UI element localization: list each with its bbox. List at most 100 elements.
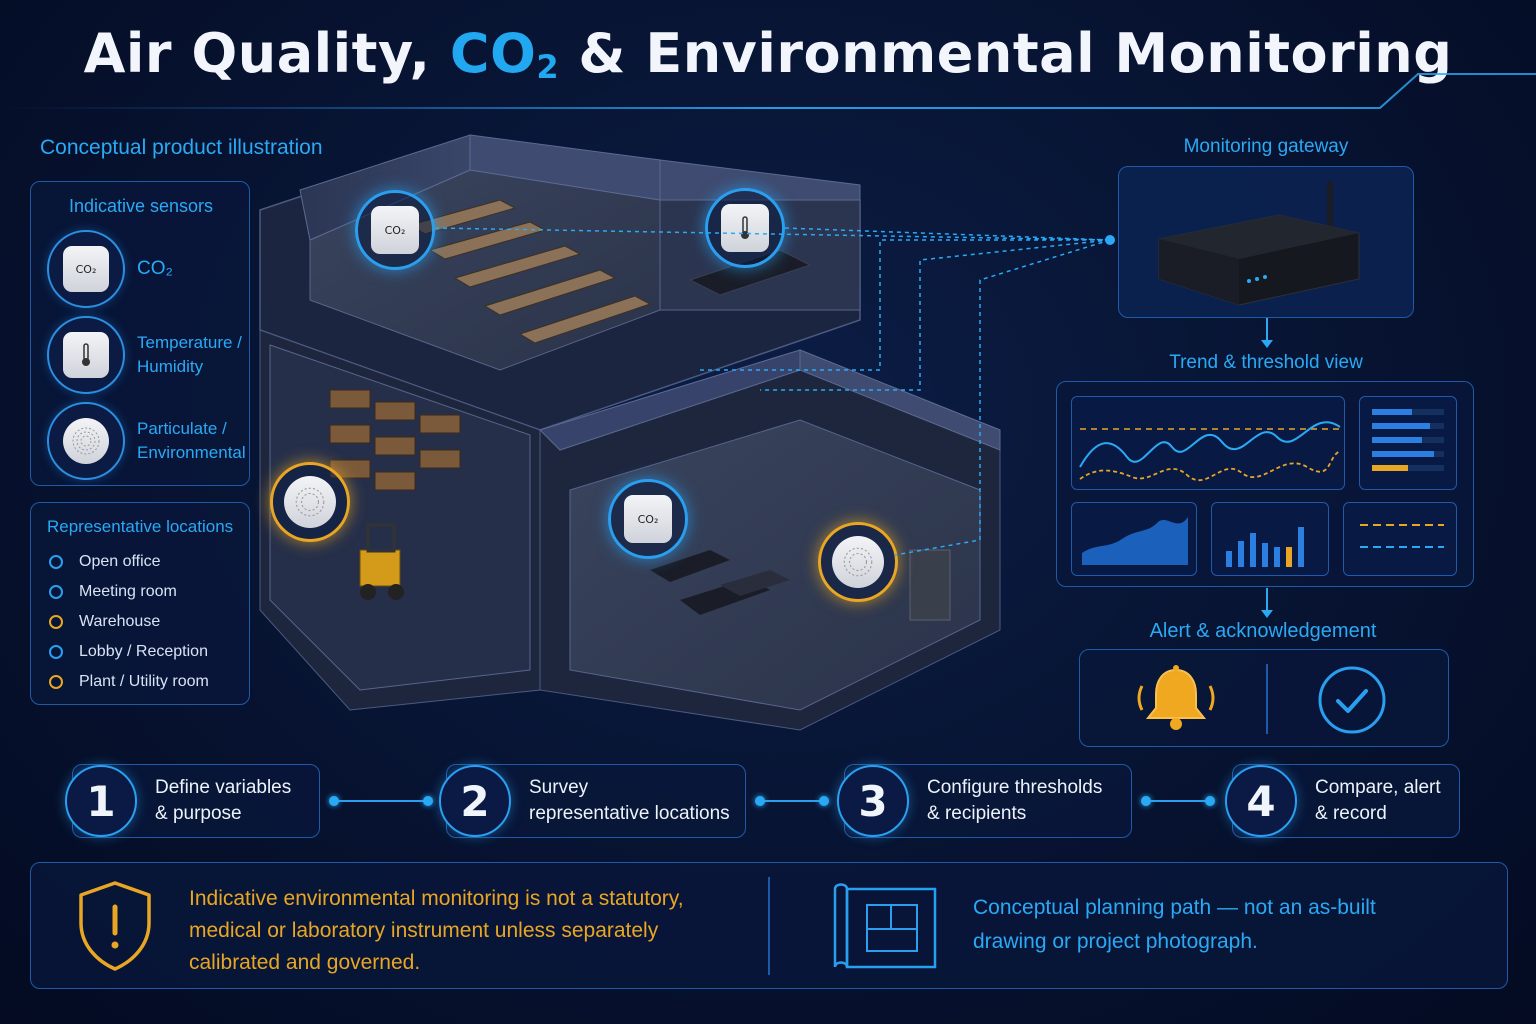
particulate-sensor-icon (284, 476, 336, 528)
disclaimer-warning: Indicative environmental monitoring is n… (189, 883, 684, 979)
check-circle-icon (1318, 666, 1386, 734)
sensor-particulate-label-1: Particulate / (137, 419, 227, 438)
forklift-icon (359, 523, 404, 600)
trend-line-chart (1071, 396, 1345, 490)
co2-sensor-icon: CO₂ (624, 495, 672, 543)
bell-alert-icon (1137, 665, 1215, 730)
sensor-co2-label: CO₂ (137, 258, 173, 279)
location-item: Lobby / Reception (49, 643, 208, 661)
particulate-sensor-icon (63, 418, 109, 464)
sensor-particulate-label: Particulate / Environmental (137, 417, 246, 465)
room-sensor-lobby: CO₂ (608, 479, 688, 559)
locations-panel: Representative locations Open office Mee… (30, 502, 250, 705)
location-dot (49, 645, 63, 659)
disclaimer-divider (768, 877, 770, 975)
step-connector (1141, 796, 1215, 806)
warning-shield-icon (79, 881, 151, 971)
particulate-sensor-icon (832, 536, 884, 588)
location-item: Meeting room (49, 583, 177, 601)
threshold-lines (1343, 502, 1457, 576)
alert-label: Alert & acknowledgement (1149, 620, 1377, 642)
arrow-down-icon (1261, 318, 1273, 348)
sensor-temp-label-1: Temperature / (137, 333, 242, 352)
disclaimer-panel: Indicative environmental monitoring is n… (30, 862, 1508, 989)
step-1: 1 Define variables & purpose (65, 764, 320, 838)
title-part1: Air Quality, (83, 22, 450, 85)
gateway-label: Monitoring gateway (1183, 136, 1349, 157)
co2-sensor-icon: CO₂ (63, 246, 109, 292)
step-line: & recipients (927, 803, 1027, 824)
sensor-particulate-ring (47, 402, 125, 480)
room-sensor-meeting-room (705, 188, 785, 268)
illustration-label: Conceptual product illustration (40, 136, 323, 159)
step-connector (329, 796, 433, 806)
warning-line: Indicative environmental monitoring is n… (189, 887, 684, 910)
locations-heading: Representative locations (47, 517, 234, 536)
thermometer-icon (721, 204, 769, 252)
location-item: Open office (49, 553, 161, 571)
room-sensor-warehouse (270, 462, 350, 542)
location-dot (49, 555, 63, 569)
sensor-temp-ring (47, 316, 125, 394)
step-connector (755, 796, 829, 806)
building-illustration (259, 134, 1001, 731)
title-co2: CO2 (450, 22, 560, 86)
step-line: Define variables (155, 777, 292, 798)
location-label: Warehouse (79, 613, 161, 630)
title-part2: & Environmental Monitoring (559, 22, 1453, 85)
note-line: Conceptual planning path — not an as-bui… (973, 896, 1376, 919)
location-item: Warehouse (49, 613, 160, 631)
step-text: Survey representative locations (529, 775, 730, 827)
step-text: Define variables & purpose (155, 775, 291, 827)
location-label: Meeting room (79, 583, 177, 600)
warning-line: medical or laboratory instrument unless … (189, 919, 659, 942)
sensors-heading: Indicative sensors (68, 196, 214, 216)
alert-panel (1079, 649, 1449, 747)
step-line: representative locations (529, 803, 730, 824)
location-label: Lobby / Reception (79, 643, 208, 660)
trend-panel (1056, 381, 1474, 587)
location-label: Plant / Utility room (79, 673, 209, 690)
sensors-panel: Indicative sensors CO₂ CO₂ Temperature /… (30, 181, 250, 486)
note-line: drawing or project photograph. (973, 930, 1258, 953)
title-underline (0, 73, 1536, 109)
step-number: 3 (837, 765, 909, 837)
step-text: Configure thresholds & recipients (927, 775, 1102, 827)
step-line: Compare, alert (1315, 777, 1441, 798)
trend-bars-panel (1359, 396, 1457, 490)
router-icon (1158, 181, 1360, 306)
sensor-temperature: Temperature / Humidity (47, 316, 242, 394)
alert-divider (1266, 664, 1268, 734)
page-title: Air Quality, CO2 & Environmental Monitor… (0, 22, 1536, 86)
step-2: 2 Survey representative locations (439, 764, 746, 838)
sensor-temp-label-2: Humidity (137, 357, 204, 376)
step-3: 3 Configure thresholds & recipients (837, 764, 1132, 838)
arrow-down-icon (1261, 588, 1273, 618)
trend-label: Trend & threshold view (1169, 352, 1363, 373)
location-label: Open office (79, 553, 161, 570)
sensor-co2-ring: CO₂ (47, 230, 125, 308)
sensor-co2: CO₂ CO₂ (47, 230, 173, 308)
co2-sensor-icon: CO₂ (371, 206, 419, 254)
trend-area-chart (1071, 502, 1197, 576)
step-number: 2 (439, 765, 511, 837)
location-dot (49, 675, 63, 689)
sensor-temp-label: Temperature / Humidity (137, 331, 242, 379)
location-item: Plant / Utility room (49, 673, 209, 691)
step-line: Configure thresholds (927, 777, 1103, 798)
title-sub: 2 (536, 48, 560, 86)
trend-bar-chart (1211, 502, 1329, 576)
step-number: 4 (1225, 765, 1297, 837)
room-sensor-plant-room (818, 522, 898, 602)
sensor-particulate: Particulate / Environmental (47, 402, 246, 480)
gateway-panel (1118, 166, 1414, 318)
step-text: Compare, alert & record (1315, 775, 1441, 827)
step-4: 4 Compare, alert & record (1225, 764, 1460, 838)
step-line: & purpose (155, 803, 242, 824)
step-line: & record (1315, 803, 1387, 824)
disclaimer-note: Conceptual planning path — not an as-bui… (973, 891, 1376, 959)
step-line: Survey (529, 777, 589, 798)
sensor-particulate-label-2: Environmental (137, 443, 246, 462)
step-number: 1 (65, 765, 137, 837)
location-dot (49, 615, 63, 629)
